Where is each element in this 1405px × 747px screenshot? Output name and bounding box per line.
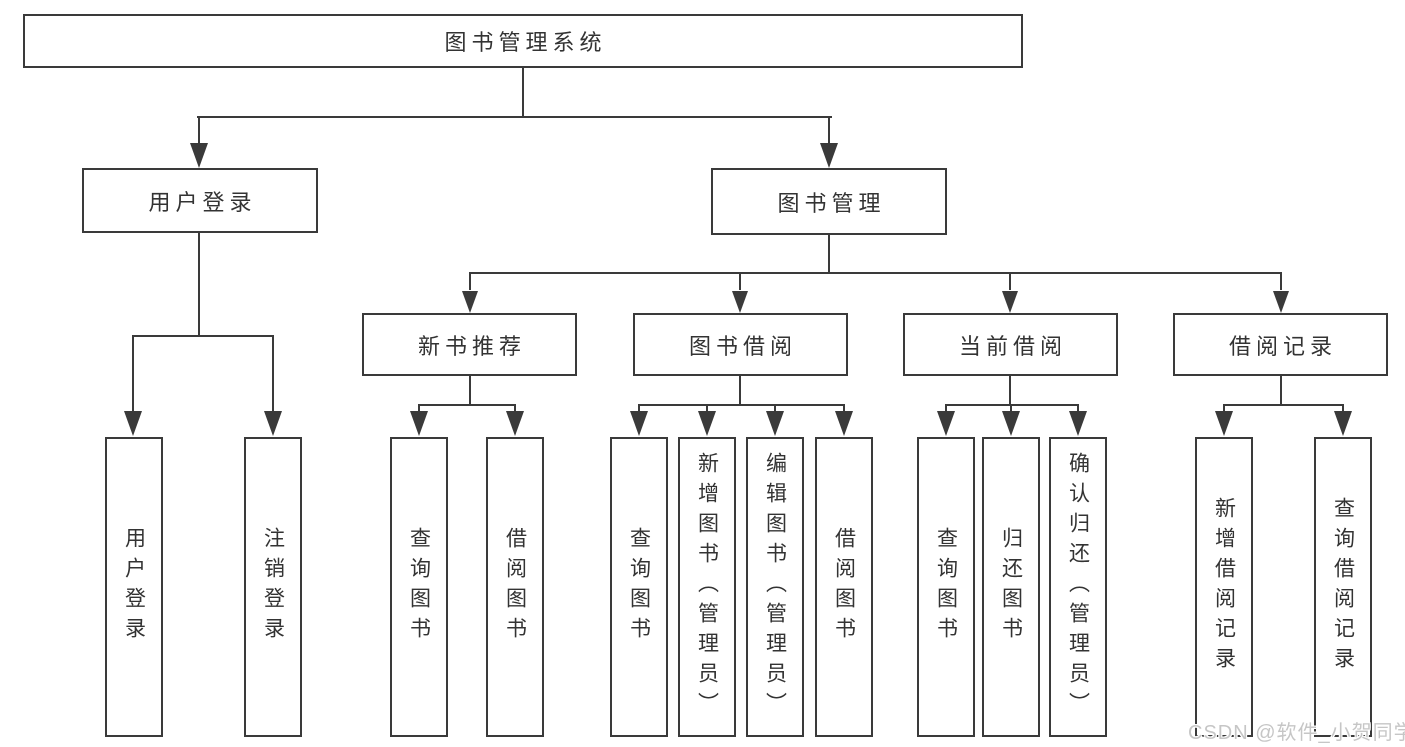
connector-arrow-shaft <box>944 405 948 414</box>
connector-new-book-stem <box>468 375 472 406</box>
connector-arrow-shaft <box>773 405 777 414</box>
connector-book-mgmt-stem <box>827 234 831 274</box>
leaf-query-book-recommend: 查询图书 <box>390 437 448 737</box>
arrow-down-icon <box>506 411 524 436</box>
connector-arrow-shaft <box>271 336 275 413</box>
connector-arrow-shaft <box>1009 405 1013 414</box>
connector-arrow-shaft <box>738 273 742 290</box>
leaf-add-book-admin: 新增图书（管理员） <box>678 437 736 737</box>
node-book-borrow: 图书借阅 <box>633 313 848 376</box>
connector-root-stem <box>521 68 525 118</box>
arrow-down-icon <box>190 143 208 168</box>
node-book-borrow-label: 图书借阅 <box>688 333 797 359</box>
leaf-query-book-current: 查询图书 <box>917 437 975 737</box>
arrow-down-icon <box>835 411 853 436</box>
leaf-edit-book-admin: 编辑图书（管理员） <box>746 437 804 737</box>
connector-new-book-rail <box>417 403 517 407</box>
leaf-query-book-borrow: 查询图书 <box>610 437 668 737</box>
leaf-confirm-return-admin: 确认归还（管理员） <box>1049 437 1107 737</box>
node-new-book-recommend-label: 新书推荐 <box>417 333 526 359</box>
node-book-management: 图书管理 <box>711 168 947 235</box>
connector-level2-rail <box>196 115 832 119</box>
node-book-management-label: 图书管理 <box>777 190 886 216</box>
node-root: 图书管理系统 <box>23 14 1023 68</box>
node-user-login: 用户登录 <box>82 168 318 233</box>
leaf-user-login-label: 用户登录 <box>122 527 146 647</box>
leaf-add-borrow-record: 新增借阅记录 <box>1195 437 1253 737</box>
leaf-query-borrow-record: 查询借阅记录 <box>1314 437 1372 737</box>
connector-level3-rail <box>468 271 1283 275</box>
leaf-borrow-book-label: 借阅图书 <box>832 527 856 647</box>
connector-user-login-rail <box>131 334 275 338</box>
connector-user-login-stem <box>197 232 201 337</box>
leaf-borrow-book-recommend: 借阅图书 <box>486 437 544 737</box>
connector-arrow-shaft <box>842 405 846 414</box>
arrow-down-icon <box>820 143 838 168</box>
connector-arrow-shaft <box>1279 273 1283 290</box>
connector-book-borrow-rail <box>637 403 846 407</box>
leaf-user-login: 用户登录 <box>105 437 163 737</box>
arrow-down-icon <box>937 411 955 436</box>
arrow-down-icon <box>732 291 748 313</box>
arrow-down-icon <box>1002 291 1018 313</box>
leaf-borrow-book: 借阅图书 <box>815 437 873 737</box>
arrow-down-icon <box>1069 411 1087 436</box>
leaf-query-borrow-record-label: 查询借阅记录 <box>1331 497 1355 677</box>
arrow-down-icon <box>410 411 428 436</box>
arrow-down-icon <box>124 411 142 436</box>
arrow-down-icon <box>1334 411 1352 436</box>
leaf-add-book-admin-label: 新增图书（管理员） <box>695 452 719 722</box>
connector-arrow-shaft <box>513 405 517 414</box>
arrow-down-icon <box>698 411 716 436</box>
connector-borrow-record-stem <box>1279 375 1283 406</box>
leaf-logout-label: 注销登录 <box>261 527 285 647</box>
connector-arrow-shaft <box>131 336 135 413</box>
leaf-borrow-book-recommend-label: 借阅图书 <box>503 527 527 647</box>
arrow-down-icon <box>462 291 478 313</box>
arrow-down-icon <box>264 411 282 436</box>
connector-arrow-shaft <box>417 405 421 414</box>
arrow-down-icon <box>630 411 648 436</box>
connector-arrow-shaft <box>1008 273 1012 290</box>
leaf-return-book-label: 归还图书 <box>999 527 1023 647</box>
connector-arrow-shaft <box>827 117 831 145</box>
connector-book-borrow-stem <box>738 375 742 406</box>
csdn-watermark: CSDN @软件_小贺同学 <box>1188 722 1405 744</box>
node-current-borrow-label: 当前借阅 <box>958 333 1067 359</box>
node-new-book-recommend: 新书推荐 <box>362 313 577 376</box>
node-borrow-record: 借阅记录 <box>1173 313 1388 376</box>
connector-arrow-shaft <box>1076 405 1080 414</box>
arrow-down-icon <box>1273 291 1289 313</box>
leaf-return-book: 归还图书 <box>982 437 1040 737</box>
leaf-query-book-borrow-label: 查询图书 <box>627 527 651 647</box>
arrow-down-icon <box>1002 411 1020 436</box>
connector-arrow-shaft <box>637 405 641 414</box>
connector-arrow-shaft <box>468 273 472 290</box>
node-current-borrow: 当前借阅 <box>903 313 1118 376</box>
connector-arrow-shaft <box>1222 405 1226 414</box>
connector-arrow-shaft <box>705 405 709 414</box>
leaf-query-book-recommend-label: 查询图书 <box>407 527 431 647</box>
leaf-logout: 注销登录 <box>244 437 302 737</box>
connector-arrow-shaft <box>1341 405 1345 414</box>
connector-arrow-shaft <box>197 117 201 145</box>
arrow-down-icon <box>1215 411 1233 436</box>
node-user-login-label: 用户登录 <box>148 189 257 215</box>
node-borrow-record-label: 借阅记录 <box>1228 333 1337 359</box>
leaf-add-borrow-record-label: 新增借阅记录 <box>1212 497 1236 677</box>
leaf-edit-book-admin-label: 编辑图书（管理员） <box>763 452 787 722</box>
arrow-down-icon <box>766 411 784 436</box>
leaf-confirm-return-admin-label: 确认归还（管理员） <box>1066 452 1090 722</box>
connector-borrow-record-rail <box>1222 403 1345 407</box>
node-root-label: 图书管理系统 <box>444 30 607 55</box>
leaf-query-book-current-label: 查询图书 <box>934 527 958 647</box>
connector-current-borrow-stem <box>1008 375 1012 406</box>
